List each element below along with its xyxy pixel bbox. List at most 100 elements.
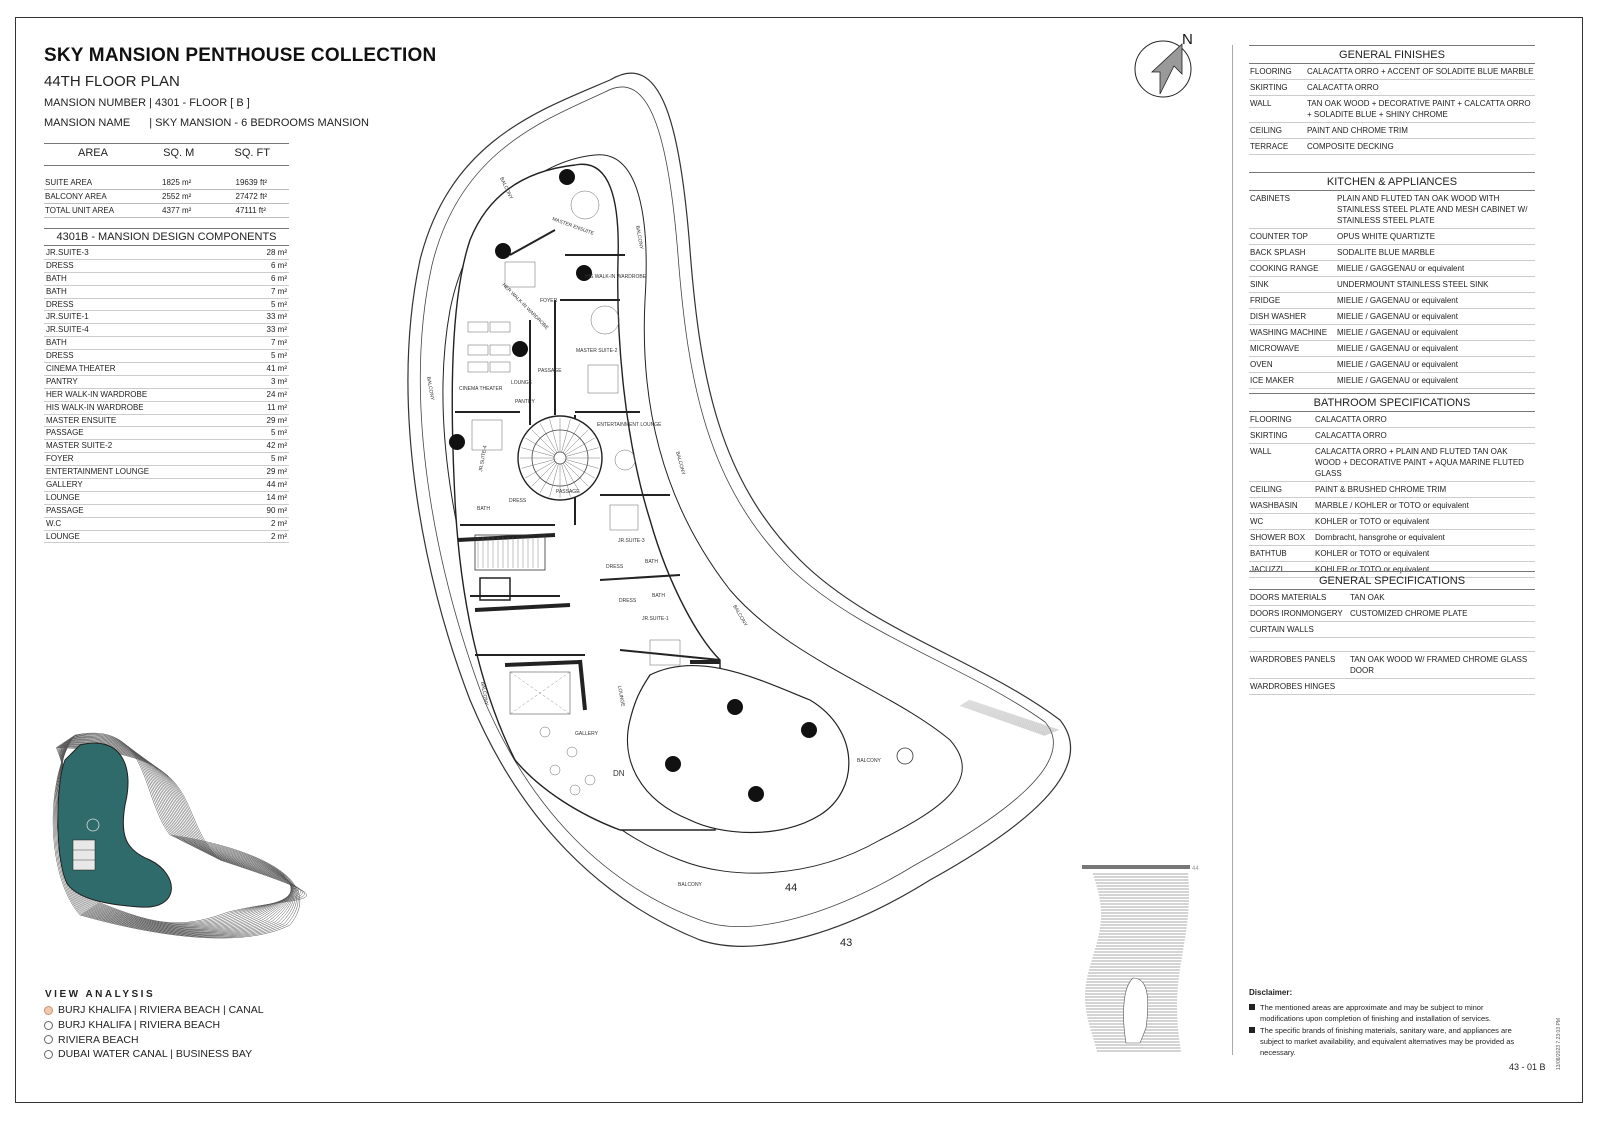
component-name: DRESS <box>46 260 74 270</box>
column <box>727 699 743 715</box>
hatch-line <box>1006 716 1020 723</box>
north-arrow-icon <box>1150 43 1183 95</box>
hatch-line <box>1040 728 1056 735</box>
print-stamp: 13/08/2023 7:23:03 PM <box>1556 1018 1562 1070</box>
hatch-line <box>1020 721 1035 728</box>
disclaimer-text: The mentioned areas are approximate and … <box>1260 1003 1491 1023</box>
component-name: JR.SUITE-4 <box>46 325 89 335</box>
hatch-line <box>1019 720 1034 728</box>
spec-key: JACUZZI <box>1250 565 1283 574</box>
spec-value: SODALITE BLUE MARBLE <box>1337 248 1435 257</box>
table-cell: TOTAL UNIT AREA <box>44 203 142 218</box>
round-table <box>590 305 620 335</box>
column <box>576 265 592 281</box>
hatch-line <box>992 711 1005 718</box>
view-option-label: BURJ KHALIFA | RIVIERA BEACH | CANAL <box>58 1004 264 1017</box>
label-jr-suite-4: JR.SUITE-4 <box>478 445 489 473</box>
component-area: 7 m² <box>271 338 287 348</box>
bed-jr4 <box>471 419 503 451</box>
component-area: 42 m² <box>266 441 287 451</box>
hatch-line <box>1001 714 1014 721</box>
lift-shaft <box>479 577 511 601</box>
terrace-contour-diagram <box>52 732 307 939</box>
radio-dot-selected[interactable] <box>44 1005 53 1015</box>
spiral-tread <box>549 419 559 453</box>
table-cell: 2552 m² <box>142 189 216 204</box>
spec-value: Dornbracht, hansgrohe or equivalent <box>1315 533 1445 542</box>
spec-value: KOHLER or TOTO or equivalent <box>1315 549 1430 558</box>
component-name: MASTER ENSUITE <box>46 415 117 425</box>
spec-key: DOORS IRONMONGERY <box>1250 609 1343 618</box>
radio-dot[interactable] <box>44 1049 53 1059</box>
spiral-tread <box>539 463 558 493</box>
hatch-line <box>1042 729 1058 736</box>
view-option[interactable]: RIVIERA BEACH <box>44 1032 264 1047</box>
hatch-line <box>1043 729 1059 736</box>
hatch-line <box>971 703 983 711</box>
radio-dot[interactable] <box>44 1020 53 1030</box>
hatch-line <box>1035 726 1050 733</box>
spec-key: WC <box>1250 517 1264 526</box>
hatch-line <box>1039 727 1055 735</box>
hatch-line <box>981 707 993 714</box>
hatch-line <box>1002 714 1016 722</box>
hatch-line <box>973 704 985 712</box>
spec-value: MIELIE / GAGENAU or equivalent <box>1337 344 1458 353</box>
table-row: BALCONY AREA 2552 m² 27472 ft² <box>44 189 289 204</box>
contour-line <box>52 732 301 939</box>
hatch-line <box>997 712 1010 720</box>
hatch-line <box>1021 721 1036 728</box>
view-analysis-list: BURJ KHALIFA | RIVIERA BEACH | CANAL BUR… <box>44 1003 264 1062</box>
view-option[interactable]: BURJ KHALIFA | RIVIERA BEACH <box>44 1018 264 1033</box>
spec-key: TERRACE <box>1250 142 1289 151</box>
hatch-line <box>979 706 991 713</box>
spec-value: CALACATTA ORRO <box>1307 83 1379 92</box>
spiral-tread <box>561 463 571 497</box>
hatch-line <box>965 701 976 709</box>
label-balcony-7: BALCONY <box>857 758 882 764</box>
view-option-label: BURJ KHALIFA | RIVIERA BEACH <box>58 1019 221 1032</box>
label-entertainment: ENTERTAINMENT LOUNGE <box>597 422 662 428</box>
table-cell: 1825 m² <box>142 176 216 190</box>
view-option[interactable]: DUBAI WATER CANAL | BUSINESS BAY <box>44 1047 264 1062</box>
view-option[interactable]: BURJ KHALIFA | RIVIERA BEACH | CANAL <box>44 1003 264 1018</box>
spec-value: OPUS WHITE QUARTIZTE <box>1337 232 1436 241</box>
spec-row: CURTAIN WALLS <box>1249 622 1535 638</box>
kitchen-title: KITCHEN & APPLIANCES <box>1249 172 1535 191</box>
hatch-line <box>1031 724 1046 732</box>
radio-dot[interactable] <box>44 1035 53 1045</box>
hatch-line <box>982 707 994 715</box>
label-foyer: FOYER <box>540 298 558 304</box>
spec-key: MICROWAVE <box>1250 344 1300 353</box>
component-area: 33 m² <box>266 325 287 335</box>
spec-value: PAINT & BRUSHED CHROME TRIM <box>1315 485 1447 494</box>
spiral-tread <box>531 462 556 487</box>
hatch-line <box>1023 722 1038 729</box>
label-bath: BATH <box>477 506 490 512</box>
component-name: PANTRY <box>46 376 78 386</box>
component-area: 29 m² <box>266 415 287 425</box>
slab-outline-43 <box>407 72 1072 947</box>
column <box>748 786 764 802</box>
column <box>559 169 575 185</box>
hatch-line <box>977 706 990 713</box>
spec-value: MIELIE / GAGENAU or equivalent <box>1337 376 1458 385</box>
spec-key <box>1250 640 1350 649</box>
mansion-name-value: | SKY MANSION - 6 BEDROOMS MANSION <box>149 117 369 129</box>
spec-key: DISH WASHER <box>1250 312 1307 321</box>
component-name: BATH <box>46 286 67 296</box>
